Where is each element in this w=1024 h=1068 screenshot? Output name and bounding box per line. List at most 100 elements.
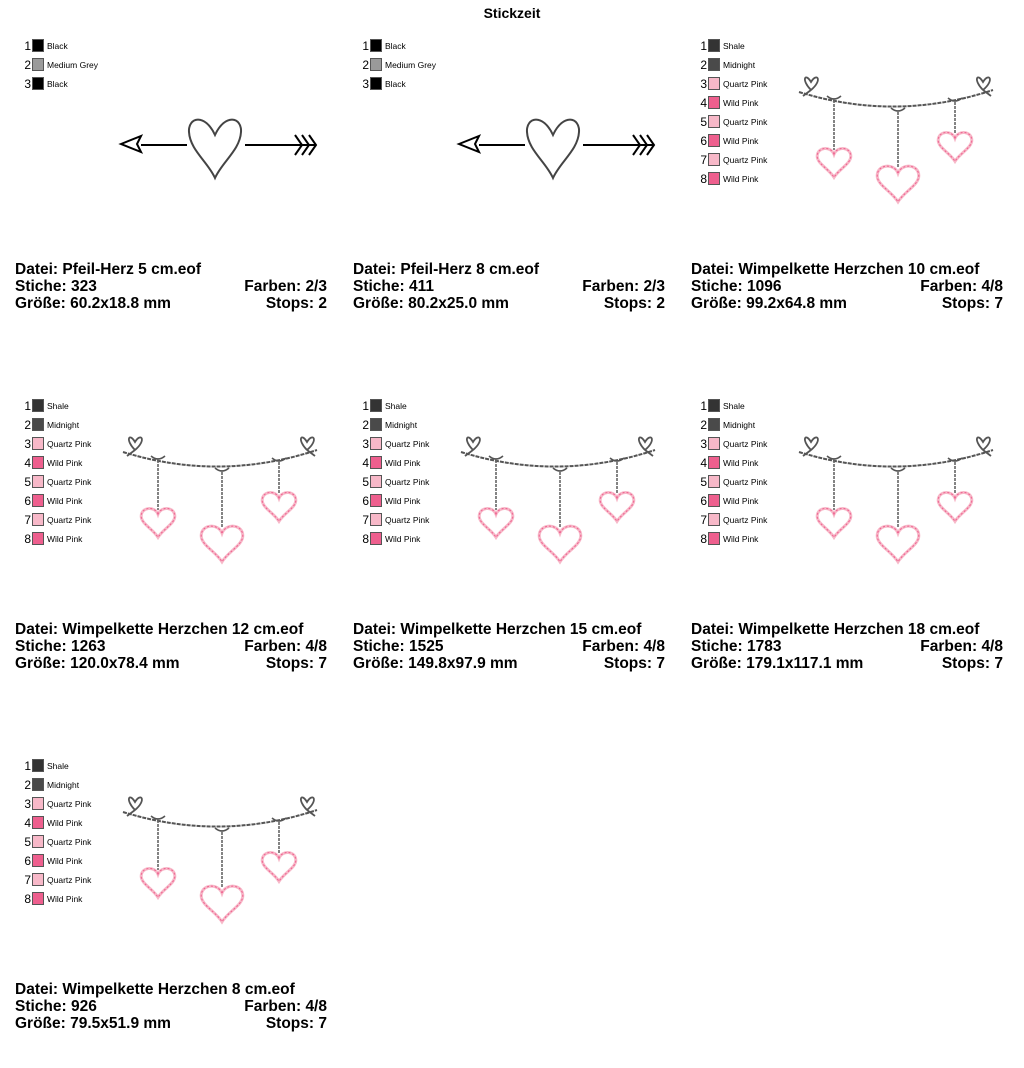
color-number: 1 bbox=[700, 398, 707, 413]
color-name: Quartz Pink bbox=[385, 476, 430, 487]
heart-icon bbox=[260, 491, 298, 525]
color-name: Quartz Pink bbox=[723, 116, 768, 127]
color-number: 4 bbox=[24, 815, 31, 830]
color-number: 6 bbox=[24, 493, 31, 508]
color-swatch bbox=[32, 39, 44, 52]
color-name: Wild Pink bbox=[47, 457, 83, 468]
color-number: 7 bbox=[362, 512, 369, 527]
heart-icon bbox=[537, 524, 583, 565]
stitch-count: Stiche: 1783 bbox=[691, 638, 782, 655]
design-preview bbox=[456, 118, 656, 181]
color-swatch bbox=[708, 96, 720, 109]
color-swatch bbox=[32, 418, 44, 431]
color-name: Wild Pink bbox=[723, 135, 759, 146]
color-number: 8 bbox=[700, 531, 707, 546]
color-number: 3 bbox=[700, 436, 707, 451]
color-number: 5 bbox=[24, 474, 31, 489]
color-name: Wild Pink bbox=[723, 457, 759, 468]
color-swatch bbox=[708, 77, 720, 90]
color-swatch bbox=[708, 437, 720, 450]
heart-icon bbox=[936, 131, 974, 165]
design-size: Größe: 79.5x51.9 mm bbox=[15, 1015, 171, 1032]
color-name: Wild Pink bbox=[47, 893, 83, 904]
color-swatch bbox=[32, 475, 44, 488]
color-swatch bbox=[370, 437, 382, 450]
stop-count: Stops: 7 bbox=[941, 295, 1003, 312]
design-size: Größe: 179.1x117.1 mm bbox=[691, 655, 864, 672]
color-row: 7 Quartz Pink bbox=[696, 510, 767, 529]
color-name: Black bbox=[47, 78, 68, 89]
color-number: 2 bbox=[24, 777, 31, 792]
color-name: Wild Pink bbox=[723, 173, 759, 184]
stop-count: Stops: 7 bbox=[265, 655, 327, 672]
color-swatch bbox=[370, 494, 382, 507]
color-name: Midnight bbox=[723, 419, 756, 430]
color-count: Farben: 4/8 bbox=[920, 638, 1003, 655]
color-swatch bbox=[370, 513, 382, 526]
color-number: 1 bbox=[24, 758, 31, 773]
color-name: Midnight bbox=[47, 419, 80, 430]
heart-icon bbox=[139, 867, 177, 901]
stitch-count: Stiche: 926 bbox=[15, 998, 97, 1015]
heart-icon bbox=[199, 524, 245, 565]
color-swatch bbox=[32, 58, 44, 71]
arrow-heart-design bbox=[456, 118, 656, 181]
arrow-heart-design bbox=[118, 118, 318, 181]
garland-string bbox=[460, 449, 656, 468]
color-number: 7 bbox=[700, 512, 707, 527]
color-number: 4 bbox=[700, 455, 707, 470]
file-name: Datei: Wimpelkette Herzchen 10 cm.eof bbox=[691, 261, 980, 278]
garland-string bbox=[798, 89, 994, 108]
color-swatch bbox=[708, 475, 720, 488]
color-number: 2 bbox=[24, 57, 31, 72]
color-number: 3 bbox=[24, 796, 31, 811]
color-swatch bbox=[370, 399, 382, 412]
color-name: Wild Pink bbox=[723, 533, 759, 544]
bow-icon bbox=[300, 796, 316, 817]
color-swatch bbox=[370, 58, 382, 71]
fletching-icon bbox=[294, 134, 318, 156]
bow-icon bbox=[126, 436, 143, 457]
color-swatch bbox=[708, 418, 720, 431]
color-number: 7 bbox=[24, 872, 31, 887]
color-name: Quartz Pink bbox=[723, 476, 768, 487]
bow-icon bbox=[802, 436, 819, 457]
stop-count: Stops: 2 bbox=[603, 295, 665, 312]
color-name: Wild Pink bbox=[385, 457, 421, 468]
stitch-count: Stiche: 1263 bbox=[15, 638, 106, 655]
color-swatch bbox=[708, 172, 720, 185]
color-name: Quartz Pink bbox=[47, 514, 92, 525]
color-number: 2 bbox=[362, 417, 369, 432]
color-count: Farben: 4/8 bbox=[244, 998, 327, 1015]
color-name: Quartz Pink bbox=[723, 514, 768, 525]
color-name: Quartz Pink bbox=[723, 438, 768, 449]
color-count: Farben: 4/8 bbox=[582, 638, 665, 655]
color-swatch bbox=[32, 399, 44, 412]
design-preview bbox=[118, 118, 318, 181]
color-name: Quartz Pink bbox=[47, 476, 92, 487]
color-swatch bbox=[32, 437, 44, 450]
color-number: 7 bbox=[700, 152, 707, 167]
design-preview bbox=[122, 436, 318, 565]
